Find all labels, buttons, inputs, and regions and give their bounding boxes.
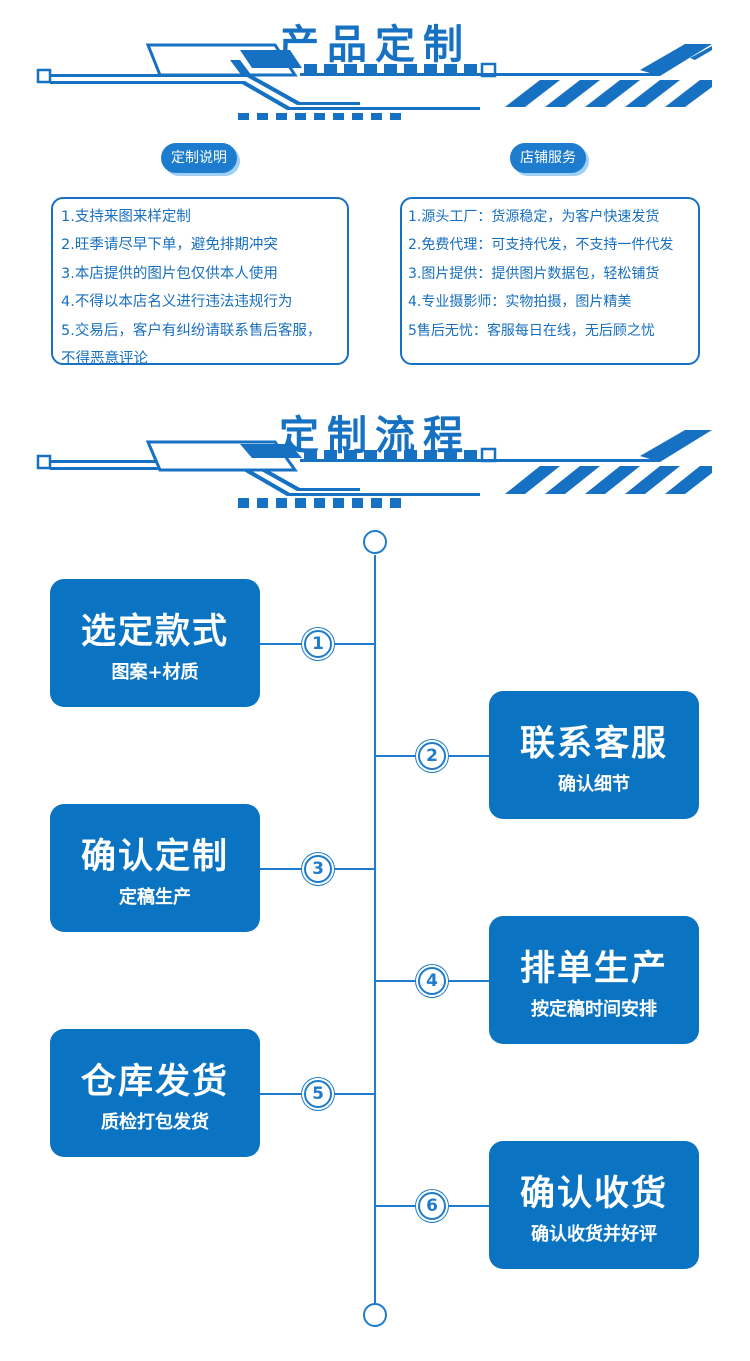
step-card-6: 确认收货 确认收货并好评 [489, 1141, 699, 1269]
custom-note-line: 2.旺季请尽早下单，避免排期冲突 [61, 237, 278, 254]
step-title: 排单生产 [519, 949, 668, 989]
timeline-start-circle [363, 530, 387, 554]
step-number-badge: 1 [304, 630, 332, 658]
step-title: 确认定制 [80, 837, 229, 877]
step-number-badge: 2 [418, 742, 446, 770]
step-title: 确认收货 [519, 1174, 668, 1214]
step-title: 仓库发货 [80, 1062, 229, 1102]
custom-note-line: 4.不得以本店名义进行违法违规行为 [61, 294, 293, 311]
custom-notes-box: 1.支持来图来样定制 2.旺季请尽早下单，避免排期冲突 3.本店提供的图片包仅供… [51, 197, 349, 367]
store-service-line: 4.专业摄影师：实物拍摄，图片精美 [408, 294, 632, 311]
store-service-line: 2.免费代理：可支持代发，不支持一件代发 [408, 237, 674, 254]
store-service-line: 1.源头工厂：货源稳定，为客户快速发货 [408, 209, 660, 225]
custom-note-line: 3.本店提供的图片包仅供本人使用 [61, 265, 278, 282]
store-service-line: 5售后无忧：客服每日在线，无后顾之忧 [408, 322, 655, 339]
step-subtitle: 按定稿时间安排 [531, 999, 657, 1020]
timeline-line [374, 555, 376, 1307]
step-subtitle: 定稿生产 [119, 887, 191, 908]
step-card-1: 选定款式 图案+材质 [50, 579, 260, 707]
custom-notes-label: 定制说明 [161, 143, 237, 173]
step-number-badge: 6 [418, 1192, 446, 1220]
step-card-2: 联系客服 确认细节 [489, 691, 699, 819]
step-number-badge: 3 [304, 855, 332, 883]
step-card-3: 确认定制 定稿生产 [50, 804, 260, 932]
header-decoration-top [36, 43, 712, 120]
custom-note-line: 1.支持来图来样定制 [61, 209, 191, 225]
timeline-end-circle [363, 1303, 387, 1327]
step-subtitle: 质检打包发货 [101, 1112, 209, 1133]
store-service-line: 3.图片提供：提供图片数据包，轻松铺货 [408, 265, 660, 282]
step-subtitle: 确认收货并好评 [531, 1224, 657, 1245]
section-title-product-custom: 产品定制 [279, 22, 471, 68]
store-service-label: 店铺服务 [510, 143, 586, 173]
step-card-4: 排单生产 按定稿时间安排 [489, 916, 699, 1044]
step-title: 联系客服 [519, 724, 668, 764]
header-decoration-process [36, 430, 712, 508]
step-subtitle: 确认细节 [558, 774, 630, 795]
step-card-5: 仓库发货 质检打包发货 [50, 1029, 260, 1157]
custom-note-line: 5.交易后，客户有纠纷请联系售后客服， [61, 322, 322, 339]
step-title: 选定款式 [80, 612, 229, 652]
store-service-box: 1.源头工厂：货源稳定，为客户快速发货 2.免费代理：可支持代发，不支持一件代发… [400, 197, 700, 365]
custom-note-line: 不得恶意评论 [61, 351, 148, 368]
step-subtitle: 图案+材质 [111, 662, 199, 683]
step-number-badge: 4 [418, 967, 446, 995]
step-number-badge: 5 [304, 1080, 332, 1108]
